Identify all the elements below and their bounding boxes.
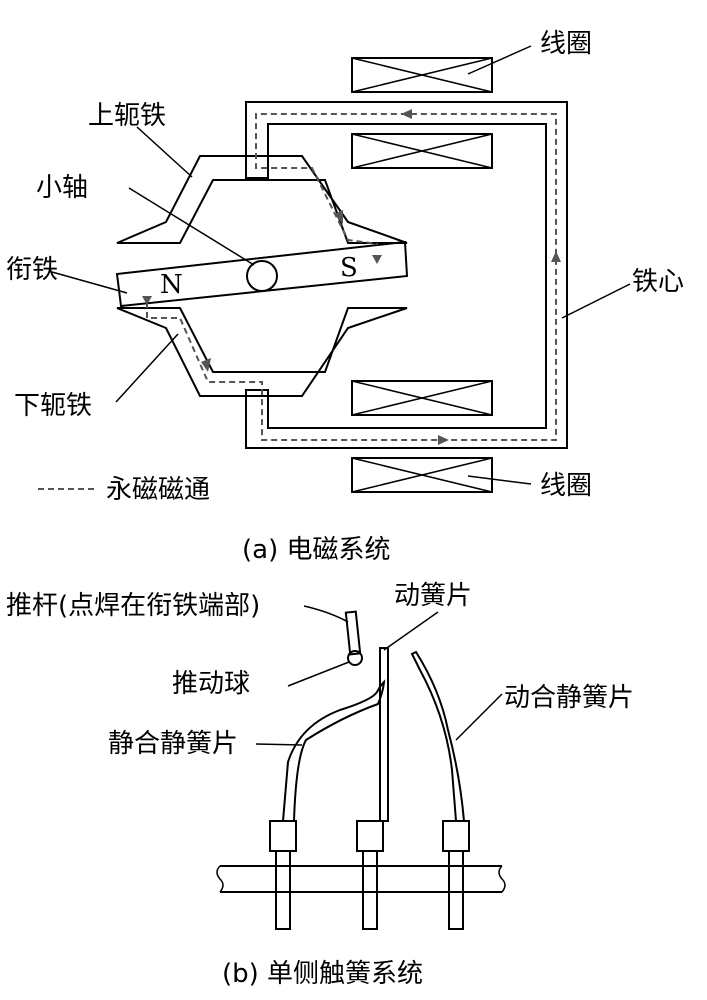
no-static-spring xyxy=(410,650,465,822)
flux-arrow-upper-slope xyxy=(334,210,343,224)
moving-spring-label: 动簧片 xyxy=(394,581,472,611)
coil-top xyxy=(351,57,493,93)
leader-no-static xyxy=(455,693,503,741)
iron-core xyxy=(245,101,568,449)
base-plate-right-break xyxy=(498,865,506,893)
leader-nc-static xyxy=(255,743,303,746)
upper-yoke-label: 上轭铁 xyxy=(88,101,166,131)
small-shaft-label: 小轴 xyxy=(36,173,88,203)
terminal-right xyxy=(442,820,470,930)
flux-arrow-right xyxy=(551,251,561,262)
leader-push-ball xyxy=(287,661,350,687)
pole-s-label: S xyxy=(340,253,358,283)
lower-yoke xyxy=(116,307,408,397)
push-ball-label: 推动球 xyxy=(172,669,250,699)
flux-arrow-lower-slope xyxy=(201,358,211,372)
legend-flux-label: 永磁磁通 xyxy=(106,475,210,505)
flux-arrow-top xyxy=(401,109,412,119)
lower-yoke-label: 下轭铁 xyxy=(14,391,92,421)
leader-armature xyxy=(51,271,128,294)
leader-coil-bottom xyxy=(467,475,532,485)
small-shaft xyxy=(246,260,278,292)
upper-yoke xyxy=(116,155,408,244)
caption-b: (b) 单侧触簧系统 xyxy=(222,959,423,989)
leader-core xyxy=(561,283,631,319)
leader-upper-yoke xyxy=(136,126,193,178)
coil-bottom-label: 线圈 xyxy=(540,471,592,501)
nc-static-spring xyxy=(282,679,386,822)
push-rod xyxy=(344,610,362,656)
electromagnetic-system: N S 线圈 上轭铁 小轴 衔铁 铁心 下轭铁 线圈 永磁磁通 (a) 电磁系统 xyxy=(6,29,684,565)
push-rod-label: 推杆(点焊在衔铁端部) xyxy=(6,591,260,621)
pole-n-label: N xyxy=(160,270,183,300)
no-static-spring-label: 动合静簧片 xyxy=(504,683,634,713)
coil-upper-inner xyxy=(351,133,493,169)
coil-lower-inner xyxy=(351,380,493,416)
moving-spring xyxy=(379,647,389,822)
terminal-center xyxy=(356,820,384,930)
leader-lower-yoke xyxy=(115,333,179,403)
flux-arrow-right-pole xyxy=(372,255,382,264)
nc-static-spring-label: 静合静簧片 xyxy=(108,729,238,759)
armature xyxy=(115,240,409,308)
flux-arrow-bottom xyxy=(438,435,449,445)
base-plate xyxy=(220,865,502,893)
contact-spring-system: 推杆(点焊在衔铁端部) 动簧片 推动球 动合静簧片 静合静簧片 (b) 单侧触簧… xyxy=(6,581,634,989)
core-label: 铁心 xyxy=(632,267,684,297)
base-plate-left-break xyxy=(216,865,224,893)
flux-arrow-left xyxy=(142,296,152,305)
coil-bottom xyxy=(351,457,493,493)
push-ball xyxy=(347,650,363,666)
coil-top-label: 线圈 xyxy=(540,29,592,59)
leader-small-shaft xyxy=(128,187,255,266)
leader-push-rod xyxy=(303,605,349,623)
terminal-left xyxy=(269,820,297,930)
leader-moving-spring xyxy=(383,611,439,651)
armature-label: 衔铁 xyxy=(6,255,58,285)
caption-a: (a) 电磁系统 xyxy=(242,535,391,565)
pm-flux-path xyxy=(146,113,557,441)
leader-coil-top xyxy=(467,45,532,75)
